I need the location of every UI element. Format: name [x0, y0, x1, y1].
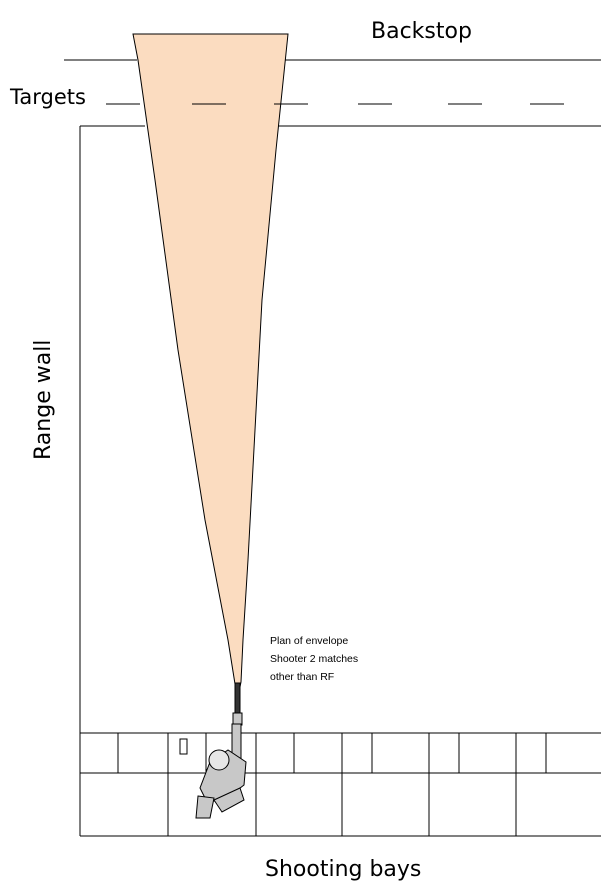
annotation-line-2: Shooter 2 matches	[270, 653, 358, 665]
danger-envelope	[132, 33, 289, 698]
annotation-line-3: other than RF	[270, 671, 334, 683]
range-wall-label: Range wall	[31, 340, 56, 460]
shooting-bays	[79, 732, 601, 836]
annotation-line-1: Plan of envelope	[270, 635, 348, 647]
targets-label: Targets	[9, 85, 86, 109]
backstop-label: Backstop	[371, 19, 472, 44]
range-outline	[79, 125, 601, 837]
shooting-bays-label: Shooting bays	[265, 857, 421, 882]
shooter-figure	[179, 682, 247, 819]
envelope-annotation: Plan of envelope Shooter 2 matches other…	[270, 635, 358, 683]
